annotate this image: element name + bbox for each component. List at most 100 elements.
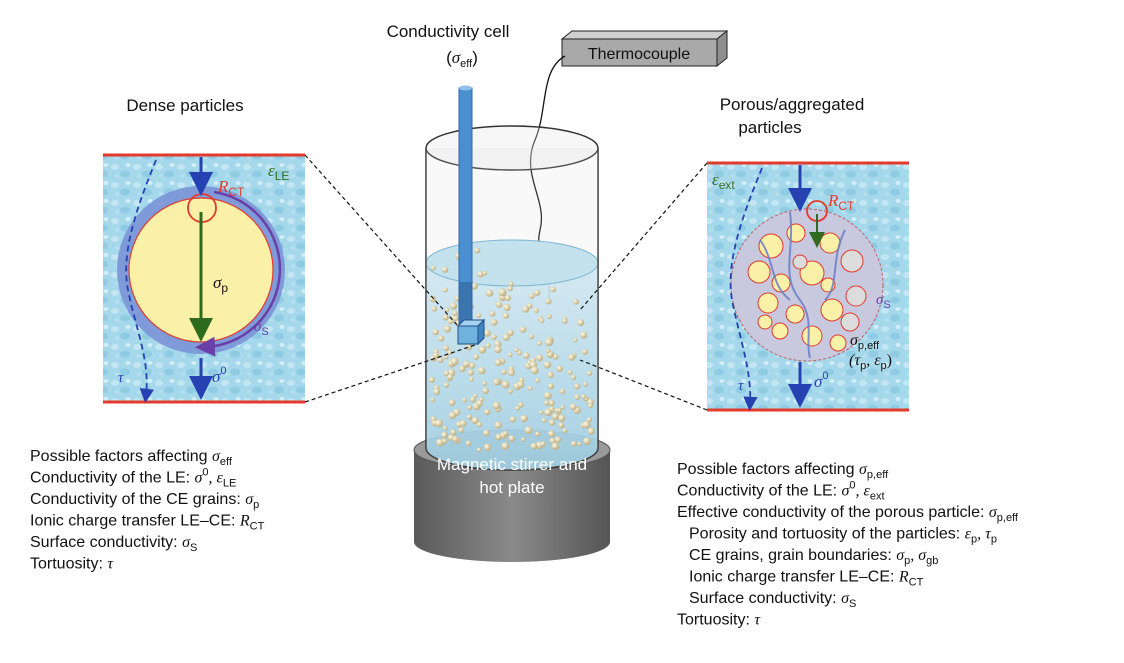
eps-le-label: εLE — [268, 161, 289, 183]
particle-dot — [477, 270, 484, 278]
particle-dot — [452, 310, 458, 317]
particle-dot — [519, 326, 527, 333]
factor-item: Ionic charge transfer LE–CE: RCT — [30, 513, 265, 533]
particle-dot — [586, 417, 593, 423]
particle-dot — [476, 313, 482, 319]
tortuosity-path — [125, 159, 157, 404]
cell-symbol-label: (σeff) — [446, 48, 478, 70]
factor-item: Conductivity of the LE: σ0, εLE — [30, 467, 236, 490]
particle-dot — [538, 410, 544, 415]
particle-dot — [544, 408, 553, 417]
r-ct-label: RCT — [217, 177, 245, 199]
porous-title-line2: particles — [738, 118, 801, 137]
probe-cube — [456, 318, 486, 346]
particle-dot — [574, 394, 581, 400]
ce-grain — [829, 334, 847, 352]
particle-dot — [544, 400, 550, 406]
particle-dot — [502, 333, 510, 341]
particle-dot — [493, 378, 500, 386]
particle-dot — [507, 285, 513, 292]
particle-dot — [450, 429, 457, 436]
particle-dot — [459, 419, 467, 427]
particle-dot — [548, 430, 555, 438]
dense-particle-panel: εLE RCT σp σS σ0 τ — [103, 153, 305, 404]
particle-dot — [529, 334, 535, 340]
particle-dot — [465, 440, 472, 447]
ce-grain — [771, 322, 789, 340]
particle-dot — [494, 345, 502, 354]
particle-dot — [441, 431, 448, 439]
particle-dot — [530, 366, 539, 375]
particle-dot — [483, 429, 490, 437]
particle-dot — [471, 416, 479, 425]
particle-dot — [433, 388, 441, 396]
particle-dot — [581, 394, 587, 400]
particle-dot — [569, 403, 577, 411]
particle-dot — [549, 437, 556, 444]
particle-dot — [545, 348, 551, 354]
particle-dot — [494, 421, 502, 429]
particle-dot — [560, 405, 565, 410]
particle-dot — [474, 247, 481, 254]
particle-dot — [465, 344, 472, 351]
particle-dot — [501, 442, 510, 450]
particle-dot — [491, 334, 497, 340]
sigma-s-label: σS — [254, 319, 269, 338]
right-factor-list: Possible factors affecting σp,effConduct… — [677, 461, 1019, 629]
particle-dot — [545, 298, 552, 305]
particle-dot — [577, 319, 585, 327]
particle-dot — [459, 365, 466, 372]
particle-dot — [502, 312, 510, 319]
tau-label: τ — [118, 370, 124, 386]
particle-dot — [535, 378, 541, 383]
particle-dot — [448, 411, 457, 420]
particle-dot — [543, 391, 552, 400]
particle-dot — [522, 305, 530, 313]
particle-dot — [495, 301, 503, 308]
cell-symbol: σ — [452, 48, 461, 67]
ce-grain — [786, 223, 806, 243]
particle-dot — [447, 374, 454, 380]
particle-dot — [503, 303, 511, 312]
particle-dot — [577, 441, 582, 447]
particle-dot — [508, 369, 515, 376]
particle-dot — [540, 441, 546, 447]
factor-item: Porosity and tortuosity of the particles… — [689, 526, 997, 546]
particle-dot — [489, 310, 496, 317]
pore-paths — [759, 211, 846, 359]
factor-item: Surface conductivity: σS — [689, 590, 856, 610]
particle-dot — [557, 408, 562, 413]
particle-dot — [430, 397, 435, 403]
particle-dot — [527, 303, 533, 309]
factor-item: Conductivity of the LE: σ0, εext — [677, 480, 885, 503]
particle-dot — [450, 357, 459, 366]
particle-dot — [546, 314, 552, 320]
particle-dot — [476, 421, 483, 428]
particle-dot — [507, 329, 514, 337]
particle-dot — [492, 401, 501, 410]
particle-dot — [442, 314, 449, 321]
particle-dot — [495, 433, 502, 441]
particle-dot — [434, 419, 443, 428]
particle-dot — [458, 427, 464, 433]
particle-dot — [442, 287, 448, 293]
sigma-0-label: σ0 — [212, 365, 227, 386]
particle-dot — [444, 307, 450, 312]
particle-dot — [503, 431, 509, 436]
particle-dot — [520, 414, 528, 423]
particle-dot — [485, 289, 494, 297]
particle-dot — [466, 414, 472, 420]
left-factor-list: Possible factors affecting σeffConductiv… — [30, 448, 265, 573]
particle-dot — [517, 350, 522, 356]
particle-dot — [490, 319, 498, 326]
particle-dot — [570, 374, 577, 380]
particle-dot — [443, 382, 450, 388]
particle-dot — [517, 401, 524, 408]
particle-dot — [508, 435, 516, 442]
thermocouple-label: Thermocouple — [588, 46, 690, 63]
particle-dot — [509, 416, 516, 423]
factor-item: Effective conductivity of the porous par… — [677, 504, 1019, 524]
particle-dot — [469, 362, 476, 369]
particle-dot — [449, 302, 458, 310]
particle-dot — [437, 357, 444, 363]
